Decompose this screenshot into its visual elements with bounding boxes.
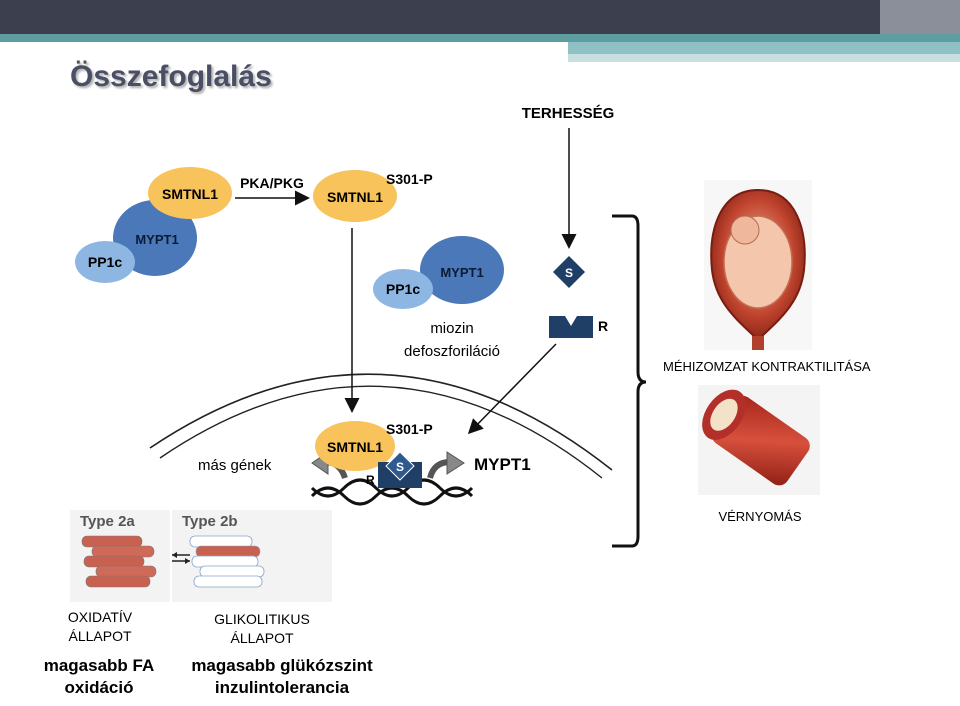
nuclear-r-label: R bbox=[366, 473, 375, 487]
kinase-label: PKA/PKG bbox=[240, 175, 304, 191]
gene-mypt1-label: MYPT1 bbox=[474, 455, 531, 474]
pp1c-protein-left bbox=[75, 241, 135, 283]
pp1c-protein-middle bbox=[373, 269, 433, 309]
receptor-shape bbox=[549, 316, 593, 338]
r-label: R bbox=[598, 318, 608, 334]
glycolytic-label-line2: ÁLLAPOT bbox=[230, 630, 293, 646]
header-bar bbox=[0, 0, 960, 34]
pp1c-label-middle: PP1c bbox=[386, 281, 420, 297]
effect-bracket bbox=[612, 214, 647, 548]
uterus-label: MÉHIZOMZAT KONTRAKTILITÁSA bbox=[663, 359, 871, 374]
myosin-label-line2: defoszforiláció bbox=[404, 343, 500, 360]
nuclear-s-label: S bbox=[396, 460, 404, 474]
nuclear-membrane-inner bbox=[159, 385, 603, 479]
glucose-label-line1: magasabb glükózszint bbox=[191, 656, 373, 675]
header-bar-accent bbox=[880, 0, 960, 34]
oxidative-label-line1: OXIDATÍV bbox=[68, 609, 133, 625]
other-genes-label: más gének bbox=[198, 457, 272, 474]
smtnl1-label-phospho: SMTNL1 bbox=[327, 189, 383, 205]
mypt1-protein-middle bbox=[420, 236, 504, 304]
smtnl1-protein-left bbox=[148, 167, 232, 219]
fetus-head bbox=[730, 215, 760, 245]
mypt1-label-middle: MYPT1 bbox=[440, 265, 483, 280]
fiber-conversion-arrows bbox=[172, 552, 190, 564]
smtnl1-label-nuclear: SMTNL1 bbox=[327, 439, 383, 455]
smtnl1-label-left: SMTNL1 bbox=[162, 186, 218, 202]
header-stripe-light bbox=[568, 42, 960, 54]
type2b-label: Type 2b bbox=[182, 513, 238, 530]
phospho-site-label-nuclear: S301-P bbox=[386, 421, 433, 437]
fiber-type2b-image bbox=[189, 535, 265, 588]
nuclear-steroid-diamond bbox=[385, 451, 415, 481]
mypt1-label-left: MYPT1 bbox=[135, 232, 178, 247]
myosin-label-line1: miozin bbox=[430, 320, 473, 337]
dna-strand-1 bbox=[310, 478, 474, 498]
blood-pressure-label: VÉRNYOMÁS bbox=[718, 509, 801, 524]
steroid-diamond bbox=[553, 256, 585, 288]
oxidative-label-line2: ÁLLAPOT bbox=[68, 628, 131, 644]
fiber-type2a-image bbox=[81, 535, 157, 588]
pp1c-label-left: PP1c bbox=[88, 254, 122, 270]
pregnancy-label: TERHESSÉG bbox=[522, 105, 615, 122]
phospho-site-label-top: S301-P bbox=[386, 171, 433, 187]
smtnl1-protein-phospho bbox=[313, 170, 397, 222]
type2a-label: Type 2a bbox=[80, 513, 135, 530]
header-stripe bbox=[0, 34, 960, 42]
gene-arrow-right-head bbox=[446, 451, 465, 475]
s-label: S bbox=[565, 266, 573, 280]
nuclear-membrane-outer bbox=[149, 373, 613, 471]
fa-label-line2: oxidáció bbox=[65, 678, 134, 697]
smtnl1-protein-nuclear bbox=[315, 421, 395, 471]
glucose-label-line2: inzulintolerancia bbox=[215, 678, 350, 697]
glycolytic-label-line1: GLIKOLITIKUS bbox=[214, 611, 310, 627]
cervix-shape bbox=[752, 336, 764, 350]
header-stripe-lighter bbox=[568, 54, 960, 62]
fa-label-line1: magasabb FA bbox=[44, 656, 155, 675]
receptor-arrow bbox=[467, 343, 557, 435]
slide-title: Összefoglalás bbox=[70, 60, 272, 93]
vessel-image bbox=[702, 389, 810, 486]
